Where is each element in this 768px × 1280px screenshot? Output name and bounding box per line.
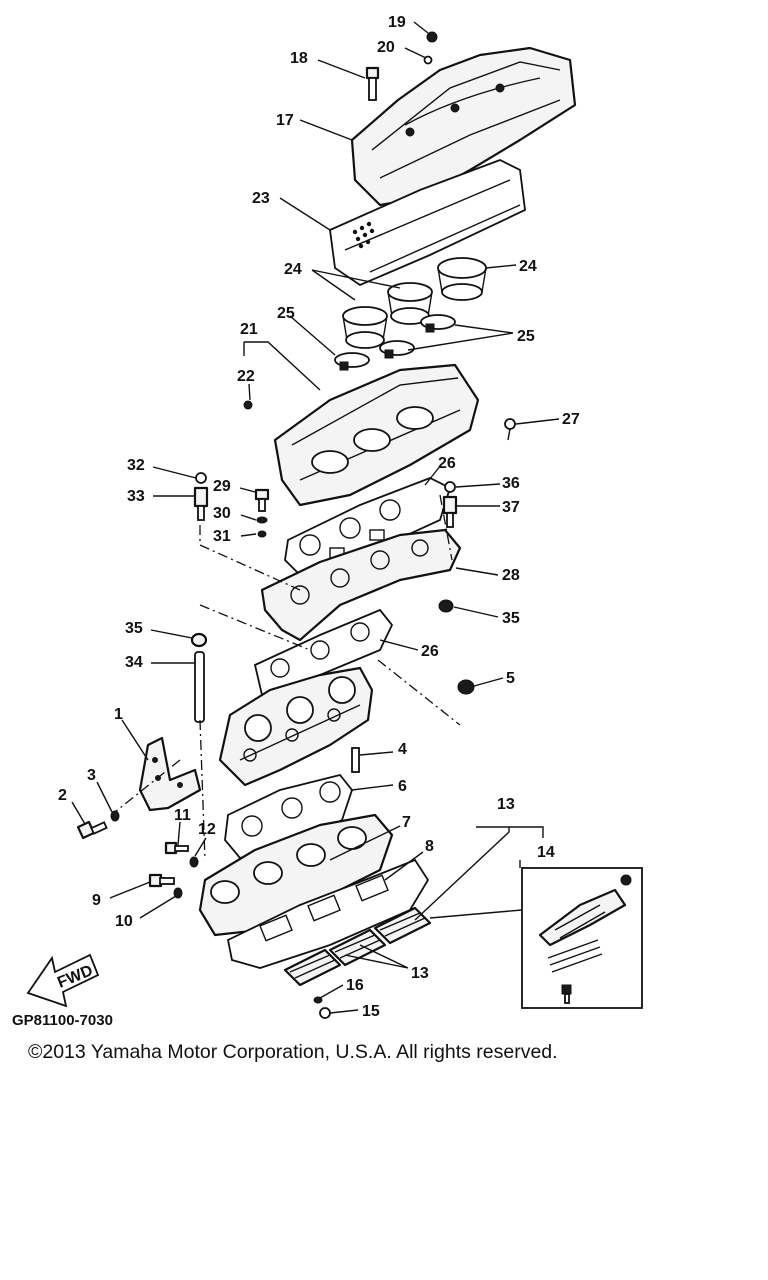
- callout-24-left: 24: [284, 261, 302, 278]
- manifold-washer-part[interactable]: [173, 887, 183, 899]
- callout-34: 34: [125, 654, 143, 671]
- cover-gasket-part[interactable]: [329, 159, 526, 287]
- adapter-plate-part[interactable]: [260, 528, 462, 642]
- callout-24-right: 24: [519, 258, 537, 275]
- callout-8: 8: [425, 838, 434, 855]
- callout-3: 3: [87, 767, 96, 784]
- callout-37: 37: [502, 499, 520, 516]
- plug-cap-part[interactable]: [457, 679, 475, 695]
- callout-19: 19: [388, 14, 406, 31]
- bracket-part[interactable]: [138, 736, 202, 812]
- callout-2: 2: [58, 787, 67, 804]
- plate-washer-part[interactable]: [256, 516, 268, 524]
- callout-27: 27: [562, 411, 580, 428]
- joint-cap-part[interactable]: [444, 481, 456, 493]
- intake-ring-part[interactable]: [342, 257, 487, 349]
- callout-29: 29: [213, 478, 231, 495]
- cover-washer-part[interactable]: [423, 55, 433, 65]
- callout-4: 4: [398, 741, 407, 758]
- manifold-bolt-part[interactable]: [148, 873, 175, 888]
- callout-16: 16: [346, 977, 364, 994]
- bracket-washer-part[interactable]: [110, 810, 120, 822]
- callout-32: 32: [127, 457, 145, 474]
- copyright-notice: ©2013 Yamaha Motor Corporation, U.S.A. A…: [28, 1041, 558, 1063]
- hose-nipple-part[interactable]: [193, 486, 209, 521]
- diagram-code: GP81100-7030: [12, 1012, 113, 1029]
- callout-7: 7: [402, 814, 411, 831]
- manifold-gasket-part[interactable]: [226, 858, 430, 969]
- reed-washer-part[interactable]: [313, 996, 323, 1004]
- callout-12: 12: [198, 821, 216, 838]
- case-screw-part[interactable]: [504, 418, 516, 441]
- gasket-bolt-part[interactable]: [164, 841, 189, 855]
- leader-lines: [71, 21, 560, 1014]
- callout-30: 30: [213, 505, 231, 522]
- grommet-upper-part[interactable]: [438, 599, 454, 613]
- callout-25-left: 25: [277, 305, 295, 322]
- top-cover-part[interactable]: [350, 46, 577, 207]
- callout-15: 15: [362, 1003, 380, 1020]
- grommet-lower-part[interactable]: [190, 632, 208, 648]
- callout-31: 31: [213, 528, 231, 545]
- callout-25-right: 25: [517, 328, 535, 345]
- callout-17: 17: [276, 112, 294, 129]
- callout-11: 11: [174, 807, 191, 824]
- reed-valve-part[interactable]: [283, 906, 432, 987]
- reed-assembly-inset: [521, 867, 643, 1009]
- callout-36: 36: [502, 475, 520, 492]
- intake-manifold-part[interactable]: [198, 813, 394, 937]
- callout-14: 14: [537, 844, 555, 861]
- callout-20: 20: [377, 39, 395, 56]
- cover-bolt-part[interactable]: [365, 66, 380, 101]
- callout-28: 28: [502, 567, 520, 584]
- callout-23: 23: [252, 190, 270, 207]
- bracket-bolt-part[interactable]: [76, 820, 108, 840]
- callout-26-lower: 26: [421, 643, 439, 660]
- callout-21: 21: [240, 321, 258, 338]
- callout-10: 10: [115, 913, 133, 930]
- gasket-washer-part[interactable]: [189, 856, 199, 868]
- hose-joint-part[interactable]: [442, 495, 458, 528]
- cover-screw-part[interactable]: [426, 31, 438, 43]
- callout-22: 22: [237, 368, 255, 385]
- drain-pipe-part[interactable]: [194, 651, 205, 723]
- callout-13-top: 13: [497, 796, 515, 813]
- plate-bolt-part[interactable]: [254, 488, 270, 512]
- callout-13-bottom: 13: [411, 965, 429, 982]
- carburetor-assembly-part[interactable]: [218, 666, 374, 787]
- callout-9: 9: [92, 892, 101, 909]
- callout-6: 6: [398, 778, 407, 795]
- nipple-cap-part[interactable]: [195, 472, 207, 484]
- callout-18: 18: [290, 50, 308, 67]
- exploded-parts-diagram: FWD: [12, 14, 643, 1029]
- callout-1: 1: [114, 706, 123, 723]
- silencer-case-part[interactable]: [243, 363, 480, 507]
- callout-33: 33: [127, 488, 145, 505]
- callout-26-upper: 26: [438, 455, 456, 472]
- callout-5: 5: [506, 670, 515, 687]
- stud-bolt-part[interactable]: [351, 747, 360, 773]
- callout-35-right: 35: [502, 610, 520, 627]
- callout-labels: 19 20 18 17 23 24 24 25 25 21 22 27 26 3…: [12, 14, 580, 1029]
- callout-35-left: 35: [125, 620, 143, 637]
- plate-collar-part[interactable]: [257, 530, 267, 538]
- fwd-arrow-icon: FWD: [26, 953, 100, 1008]
- reed-screw-part[interactable]: [319, 1007, 331, 1019]
- hose-clamp-part[interactable]: [334, 314, 456, 371]
